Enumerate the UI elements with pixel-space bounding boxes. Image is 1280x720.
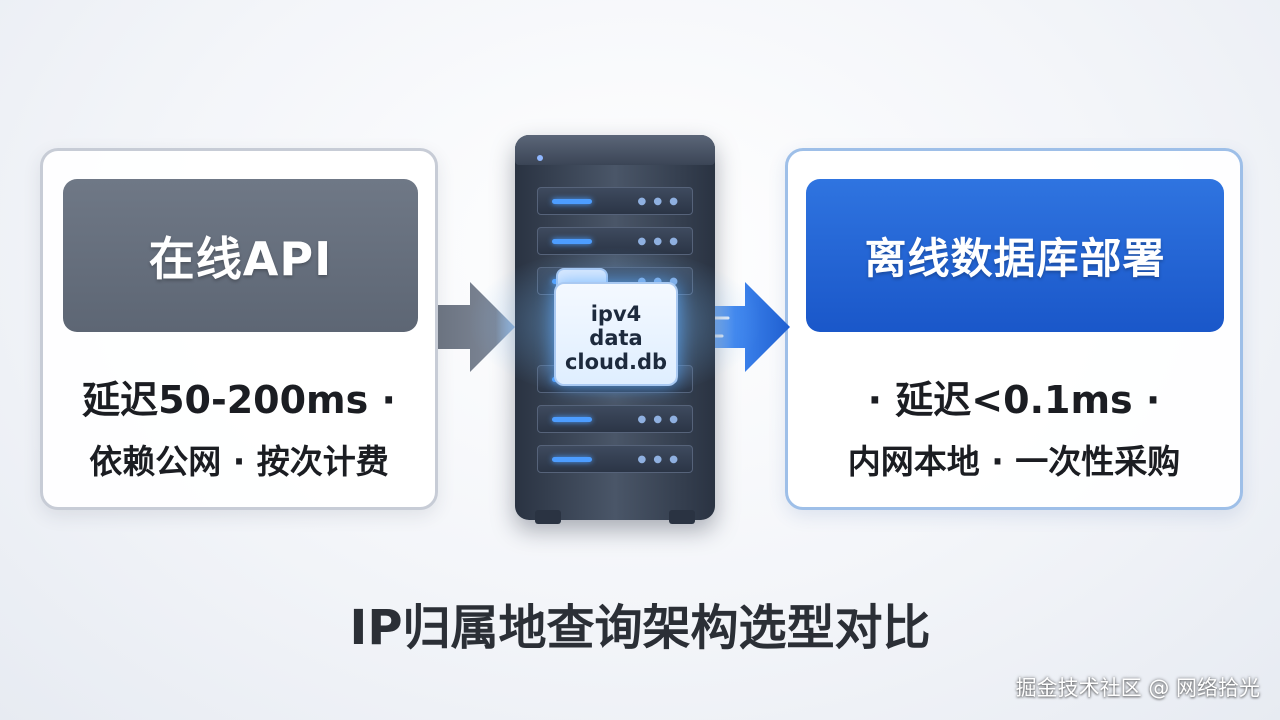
server-top: [515, 135, 715, 165]
server-slot: ● ● ●: [537, 405, 693, 433]
offline-db-panel: 离线数据库部署 · 延迟<0.1ms · 内网本地 · 一次性采购: [785, 148, 1243, 510]
diagram-title: IP归属地查询架构选型对比: [349, 600, 931, 656]
server-slot: ● ● ●: [537, 187, 693, 215]
offline-db-title: 离线数据库部署: [806, 179, 1224, 332]
folder-label: ipv4: [590, 302, 642, 326]
offline-db-traits: 内网本地 · 一次性采购: [847, 442, 1181, 481]
folder-label: data: [589, 326, 643, 350]
offline-db-latency: · 延迟<0.1ms ·: [867, 378, 1161, 422]
online-api-panel: 在线API 延迟50-200ms · 依赖公网 · 按次计费: [40, 148, 438, 510]
database-folder-icon: ipv4 data cloud.db: [554, 268, 678, 386]
folder-body: [554, 282, 678, 386]
online-api-title: 在线API: [63, 179, 418, 332]
server-foot: [669, 510, 695, 524]
watermark: 掘金技术社区 @ 网络拾光: [1015, 676, 1260, 700]
folder-label: cloud.db: [564, 350, 668, 374]
server-foot: [535, 510, 561, 524]
server-slot: ● ● ●: [537, 445, 693, 473]
folder-tab: [556, 268, 608, 286]
server-led: [537, 155, 543, 161]
online-api-traits: 依赖公网 · 按次计费: [89, 442, 389, 481]
online-api-latency: 延迟50-200ms ·: [82, 378, 396, 422]
